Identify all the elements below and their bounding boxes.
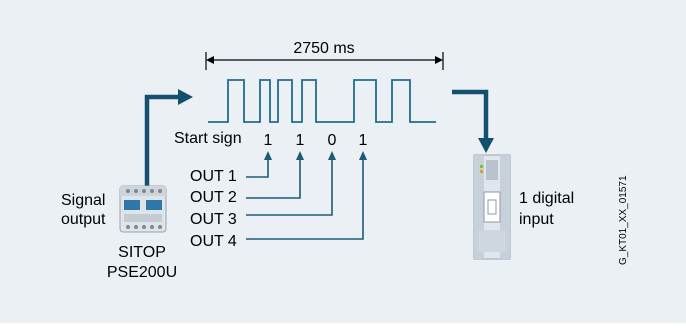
connector-out-1 [246, 156, 269, 178]
output-label-1: OUT 1 [190, 168, 237, 185]
connector-out-3 [246, 156, 333, 216]
device-name-line1: SITOP [118, 244, 166, 261]
digital-input-label-line2: input [519, 211, 554, 228]
device-name-line2: PSE200U [107, 264, 177, 281]
digital-input-label-line1: 1 digital [519, 190, 574, 207]
output-label-3: OUT 3 [190, 211, 237, 228]
output-label-2: OUT 2 [190, 189, 237, 206]
bit-2: 1 [296, 132, 305, 149]
start-sign-label: Start sign [174, 130, 242, 147]
signal-output-label-line1: Signal [61, 192, 105, 209]
duration-label: 2750 ms [293, 40, 354, 57]
connector-out-2 [246, 156, 301, 199]
pulse-waveform [208, 79, 436, 123]
bit-3: 0 [328, 132, 337, 149]
plc-module-icon [473, 154, 511, 260]
digital-input-arrow [452, 89, 489, 140]
duration-ruler: 2750 ms [205, 40, 444, 70]
output-label-4: OUT 4 [190, 233, 237, 250]
bit-4: 1 [359, 132, 368, 149]
figure-id: G_KT01_XX_01571 [618, 175, 629, 265]
signal-output-label-line2: output [61, 211, 106, 228]
signal-output-arrow [144, 94, 180, 198]
connector-out-4 [246, 156, 364, 240]
output-connectors [246, 156, 364, 240]
sitop-device-icon [119, 185, 167, 233]
bit-1: 1 [264, 132, 273, 149]
